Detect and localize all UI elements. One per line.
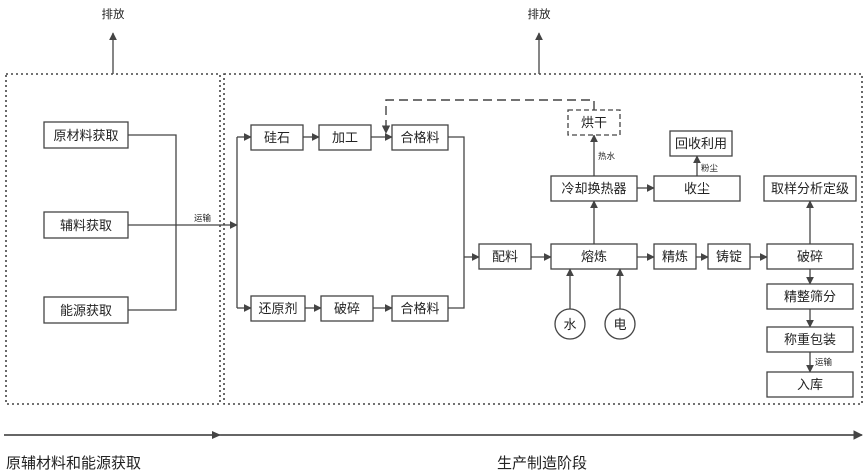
smelting-box bbox=[550, 243, 638, 270]
auxiliary-material-box bbox=[43, 211, 129, 239]
auxiliary-material-label: 辅料获取 bbox=[60, 219, 112, 234]
ingot-casting-box bbox=[707, 243, 751, 270]
sampling-box bbox=[763, 175, 857, 202]
screening-label: 精整筛分 bbox=[784, 290, 836, 305]
dust-label: 粉尘 bbox=[701, 163, 719, 174]
transport-label: 运输 bbox=[194, 213, 212, 224]
sampling-label: 取样分析定级 bbox=[771, 182, 849, 197]
warehousing-label: 入库 bbox=[797, 377, 823, 393]
screening-box bbox=[766, 283, 854, 310]
reductant-box bbox=[250, 295, 306, 322]
refining-box bbox=[653, 243, 697, 270]
drying-return-line bbox=[381, 99, 595, 134]
merge-connector bbox=[448, 136, 465, 309]
transport-label-2: 运输 bbox=[815, 357, 833, 368]
silica-label: 硅石 bbox=[264, 131, 290, 146]
final-crushing-label: 破碎 bbox=[797, 250, 823, 265]
cooling-exchanger-box bbox=[550, 175, 638, 202]
emission-label-right: 排放 bbox=[528, 7, 551, 21]
emission-label-left: 排放 bbox=[102, 7, 125, 21]
dust-collection-label: 收尘 bbox=[684, 182, 710, 197]
final-crushing-box bbox=[766, 243, 854, 270]
batching-box bbox=[478, 243, 532, 270]
dust-collection-box bbox=[653, 175, 741, 202]
recycle-box bbox=[669, 130, 733, 157]
phase-label-raw-materials: 原辅材料和能源获取 bbox=[6, 454, 141, 472]
reductant-label: 还原剂 bbox=[258, 302, 297, 317]
qualified-lower-label: 合格料 bbox=[400, 301, 439, 317]
recycle-label: 回收利用 bbox=[675, 137, 727, 152]
phase-label-production: 生产制造阶段 bbox=[497, 454, 587, 472]
packing-box bbox=[766, 326, 854, 353]
raw-material-connector bbox=[128, 134, 177, 311]
energy-box bbox=[43, 296, 129, 324]
production-zone bbox=[223, 73, 863, 405]
energy-label: 能源获取 bbox=[60, 304, 112, 319]
processing-box bbox=[318, 124, 372, 151]
qualified-lower-box bbox=[391, 295, 449, 322]
qualified-upper-label: 合格料 bbox=[400, 130, 439, 146]
processing-label: 加工 bbox=[332, 131, 358, 146]
water-label: 水 bbox=[563, 318, 576, 333]
qualified-upper-box bbox=[391, 124, 449, 151]
batching-label: 配料 bbox=[492, 250, 518, 265]
packing-label: 称重包装 bbox=[784, 332, 836, 348]
warehousing-box bbox=[766, 371, 854, 398]
hot-water-label: 热水 bbox=[598, 151, 616, 162]
refining-label: 精炼 bbox=[662, 250, 688, 265]
timeline-mid-arrowhead bbox=[212, 431, 221, 439]
crushing-label: 破碎 bbox=[334, 302, 360, 317]
smelting-label: 熔炼 bbox=[581, 250, 607, 265]
crushing-box bbox=[320, 295, 374, 322]
electricity-label: 电 bbox=[613, 318, 626, 333]
cooling-exchanger-label: 冷却换热器 bbox=[561, 182, 626, 197]
raw-material-label: 原材料获取 bbox=[53, 129, 118, 144]
ingot-casting-label: 铸锭 bbox=[716, 249, 742, 265]
drying-label: 烘干 bbox=[581, 116, 607, 131]
